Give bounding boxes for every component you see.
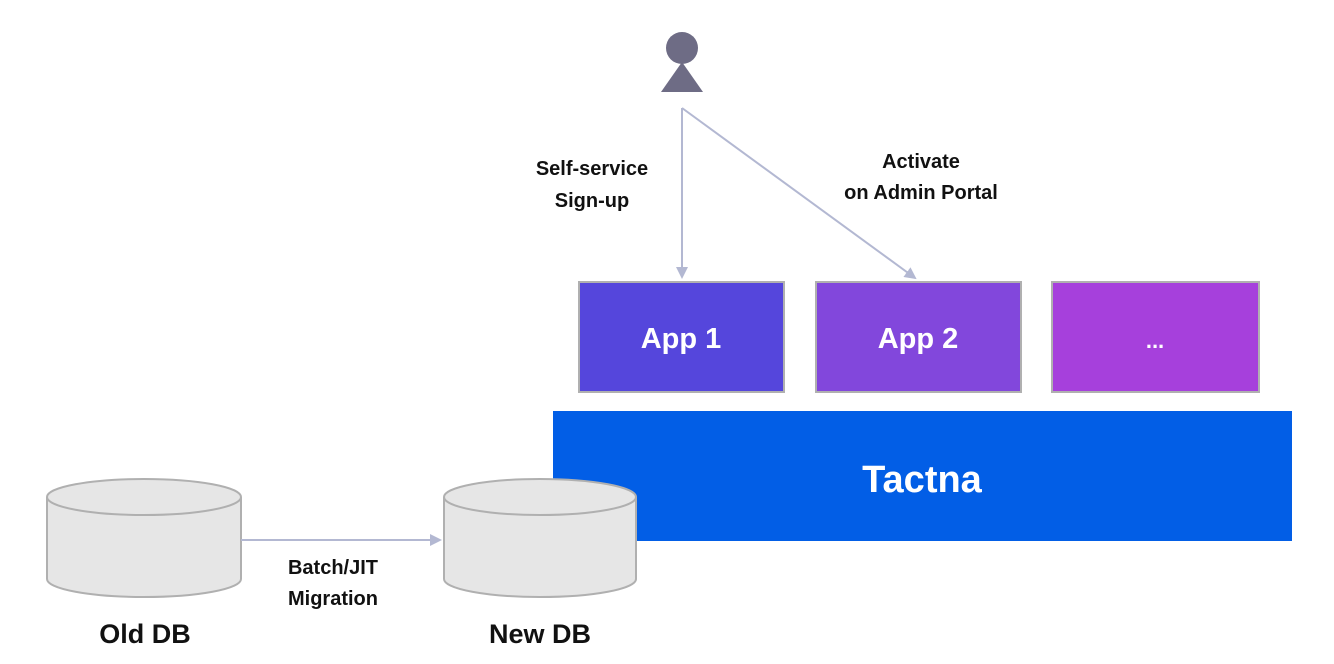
new-db-icon — [443, 478, 637, 598]
tactna-label: Tactna — [862, 459, 983, 501]
activate-arrow — [681, 107, 917, 280]
activate-label-line1: Activate — [882, 151, 960, 173]
app-box-2-label: App 2 — [878, 323, 959, 355]
migration-label-line2: Migration — [288, 588, 378, 610]
activate-label-line2: on Admin Portal — [844, 182, 998, 204]
app-box-more-label: ... — [1146, 328, 1164, 353]
user-icon — [661, 32, 703, 92]
app-box-more: ... — [1051, 281, 1260, 393]
new-db-label: New DB — [489, 619, 591, 649]
migration-label-line1: Batch/JIT — [288, 557, 378, 579]
tactna-platform: Tactna — [553, 411, 1292, 541]
app-box-1: App 1 — [578, 281, 785, 393]
signup-label-line1: Self-service — [536, 158, 648, 180]
app-box-2: App 2 — [815, 281, 1022, 393]
old-db-icon — [46, 478, 242, 598]
app-box-1-label: App 1 — [641, 323, 722, 355]
old-db-label: Old DB — [99, 619, 191, 649]
signup-label-line2: Sign-up — [555, 190, 629, 212]
